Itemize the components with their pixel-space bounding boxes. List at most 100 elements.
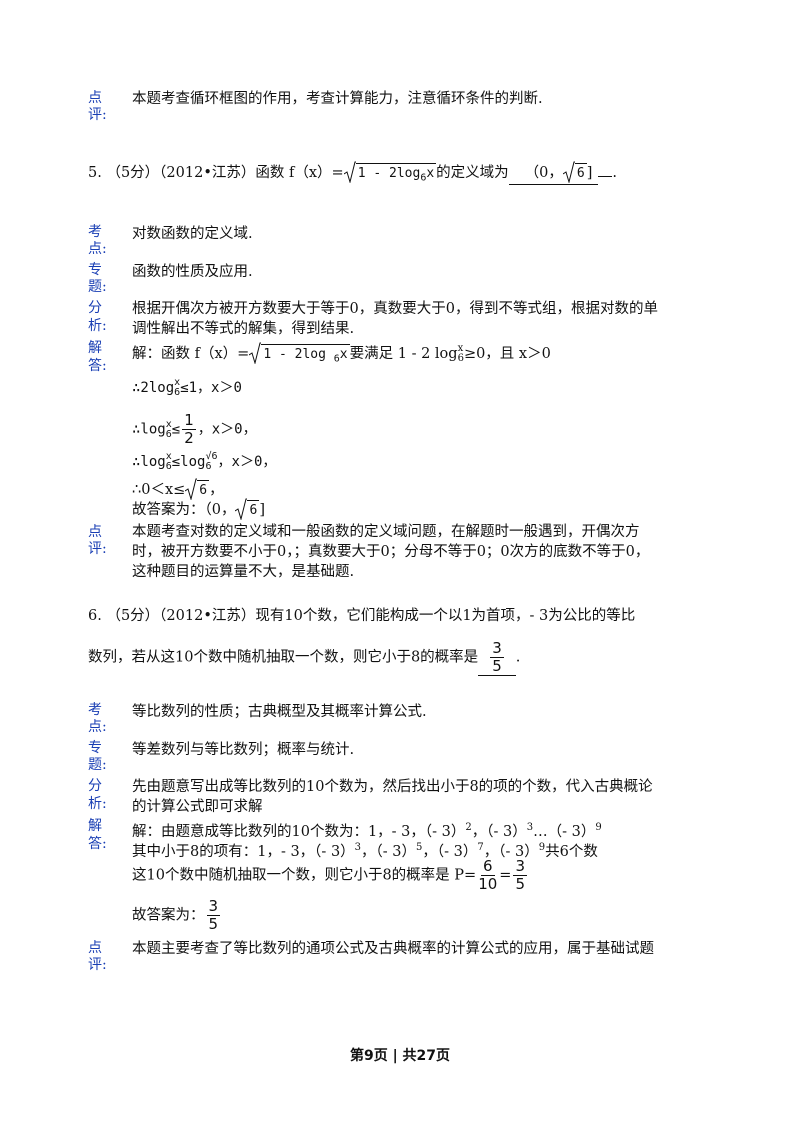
q5-base: 6 — [420, 172, 427, 184]
q5-kaodian-label-a: 考 — [88, 224, 102, 240]
q5-answer-tail — [598, 176, 613, 177]
exp: 7 — [477, 842, 484, 853]
q5-jieda-3c: ，x＞0， — [197, 421, 257, 438]
den: 5 — [208, 915, 219, 933]
q5-stem-b: 的定义域为 — [436, 165, 509, 181]
q6-jieda-label-a: 解 — [88, 818, 102, 834]
q5-jieda-4c: ，x＞0， — [217, 454, 277, 470]
q6-fenxi-label-a: 分 — [88, 778, 102, 794]
q5-jieda-2b: ≤1，x＞0 — [180, 380, 242, 396]
q5-jieda-sqrt: 1 - 2log 6x — [249, 342, 350, 370]
prev-comment: 本题考查循环框图的作用，考查计算能力，注意循环条件的判断. — [132, 91, 543, 107]
q5-dianping-label-a: 点 — [88, 524, 102, 540]
q5-fenxi-label-a: 分 — [88, 300, 102, 316]
q6-kaodian-label-b: 点: — [88, 719, 107, 735]
q5-sqrt: 1 - 2log6x — [343, 161, 437, 189]
den: 2 — [184, 429, 194, 447]
q6-fenxi-1: 先由题意写出成等比数列的10个数为，然后找出小于8的项的个数，代入古典概论 — [132, 779, 653, 795]
q5-answer-sqrt: 6 — [562, 161, 587, 184]
q6-fenxi-2: 的计算公式即可求解 — [132, 799, 263, 815]
sub: 6 — [457, 353, 464, 364]
q5-jieda-label-a: 解 — [88, 340, 102, 356]
q5-jieda-4a: ∴log — [132, 454, 166, 470]
q6-jieda-2a: 其中小于8的项有：1，- 3，（- 3） — [132, 843, 355, 860]
q6-jieda-2b: ，（- 3） — [361, 843, 417, 860]
q5-radicand: 1 - 2log — [357, 166, 421, 181]
q5-arg: x — [426, 166, 435, 181]
q5-jieda-radicand: 1 - 2log — [263, 347, 326, 362]
q6-dianping-label-b: 评: — [88, 957, 107, 973]
sqrt-icon — [185, 478, 198, 500]
sup: x — [165, 418, 172, 430]
q5-fenxi-2: 调性解出不等式的解集，得到结果. — [132, 321, 355, 337]
q6-kaodian-label-a: 考 — [88, 702, 102, 718]
sub: 6 — [174, 387, 181, 398]
sqrt-icon — [235, 498, 248, 520]
q5-jieda-1a: 解：函数 f（x）= — [132, 346, 250, 362]
q5-jieda-5: ∴0＜x≤6， — [132, 478, 224, 501]
exp: 9 — [538, 842, 546, 853]
num: 3 — [206, 897, 221, 916]
q6-stem-2b: . — [515, 649, 521, 666]
q6-jieda-2e: 共6个数 — [545, 843, 598, 860]
sqrt-icon — [249, 342, 262, 364]
q6-jieda-1c: …（- 3） — [533, 823, 596, 840]
q5-dianping-2: 时，被开方数要不小于0，；真数要大于0；分母不等于0；0次方的底数不等于0， — [132, 544, 650, 560]
sub: 6 — [165, 461, 172, 472]
q6-jieda-2d: ，（- 3） — [483, 843, 539, 860]
q6-fenxi-label-b: 析: — [88, 796, 107, 812]
sub: 6 — [165, 428, 172, 440]
sup: x — [457, 343, 464, 354]
q6-kaodian: 等比数列的性质；古典概型及其概率计算公式. — [132, 704, 427, 720]
q6-jieda-2: 其中小于8的项有：1，- 3，（- 3）3，（- 3）5，（- 3）7，（- 3… — [132, 838, 598, 862]
q5-answer-a: （0， — [524, 165, 563, 181]
q5-jieda-3b: ≤ — [171, 421, 181, 438]
q6-jieda-1: 解：由题意成等比数列的10个数为：1，- 3，（- 3）2，（- 3）3…（- … — [132, 818, 602, 842]
page-footer: 第9页 | 共27页 — [349, 1048, 451, 1064]
sup: √6 — [205, 451, 218, 462]
exp: 5 — [416, 842, 423, 853]
q5-jieda-6b: ] — [259, 502, 265, 518]
q5-jieda-arg: x — [339, 347, 348, 362]
q5-jieda-1c: ≥0，且 x＞0 — [463, 346, 551, 362]
sup: x — [174, 377, 181, 388]
q6-jieda-1b: ，（- 3） — [471, 823, 527, 840]
q5-zhuanti-label-b: 题: — [88, 279, 107, 295]
q5-jieda-5-sqrt: 6 — [185, 478, 210, 501]
q5-jieda-3a: ∴log — [132, 421, 166, 438]
q5-kaodian: 对数函数的定义域. — [132, 226, 253, 242]
q5-fenxi-label-b: 析: — [88, 318, 107, 334]
q5-jieda-5a: ∴0＜x≤ — [132, 482, 186, 498]
q5-jieda-label-b: 答: — [88, 358, 107, 374]
q6-jieda-4a: 故答案为： — [132, 907, 205, 924]
q5-dianping-3: 这种题目的运算量不大，是基础题. — [132, 564, 355, 580]
q6-stem-2a: 数列，若从这10个数中随机抽取一个数，则它小于8的概率是 — [88, 649, 479, 666]
q5-kaodian-label-b: 点: — [88, 241, 107, 257]
q6-dianping-1: 本题主要考查了等比数列的通项公式及古典概率的计算公式的应用，属于基础试题 — [132, 941, 654, 957]
label-dianping-a: 点 — [88, 90, 102, 106]
q6-jieda-1a: 解：由题意成等比数列的10个数为：1，- 3，（- 3） — [132, 823, 466, 840]
q5-jieda-2a: ∴2log — [132, 380, 175, 396]
num: 3 — [513, 857, 527, 876]
q5-dianping-label-b: 评: — [88, 541, 107, 557]
sup: x — [165, 451, 172, 462]
q5-jieda-base: 6 — [333, 353, 340, 365]
exp: 9 — [595, 822, 602, 833]
q6-zhuanti-label-b: 题: — [88, 757, 107, 773]
q5-zhuanti-label-a: 专 — [88, 262, 102, 278]
exp: 3 — [354, 842, 362, 853]
